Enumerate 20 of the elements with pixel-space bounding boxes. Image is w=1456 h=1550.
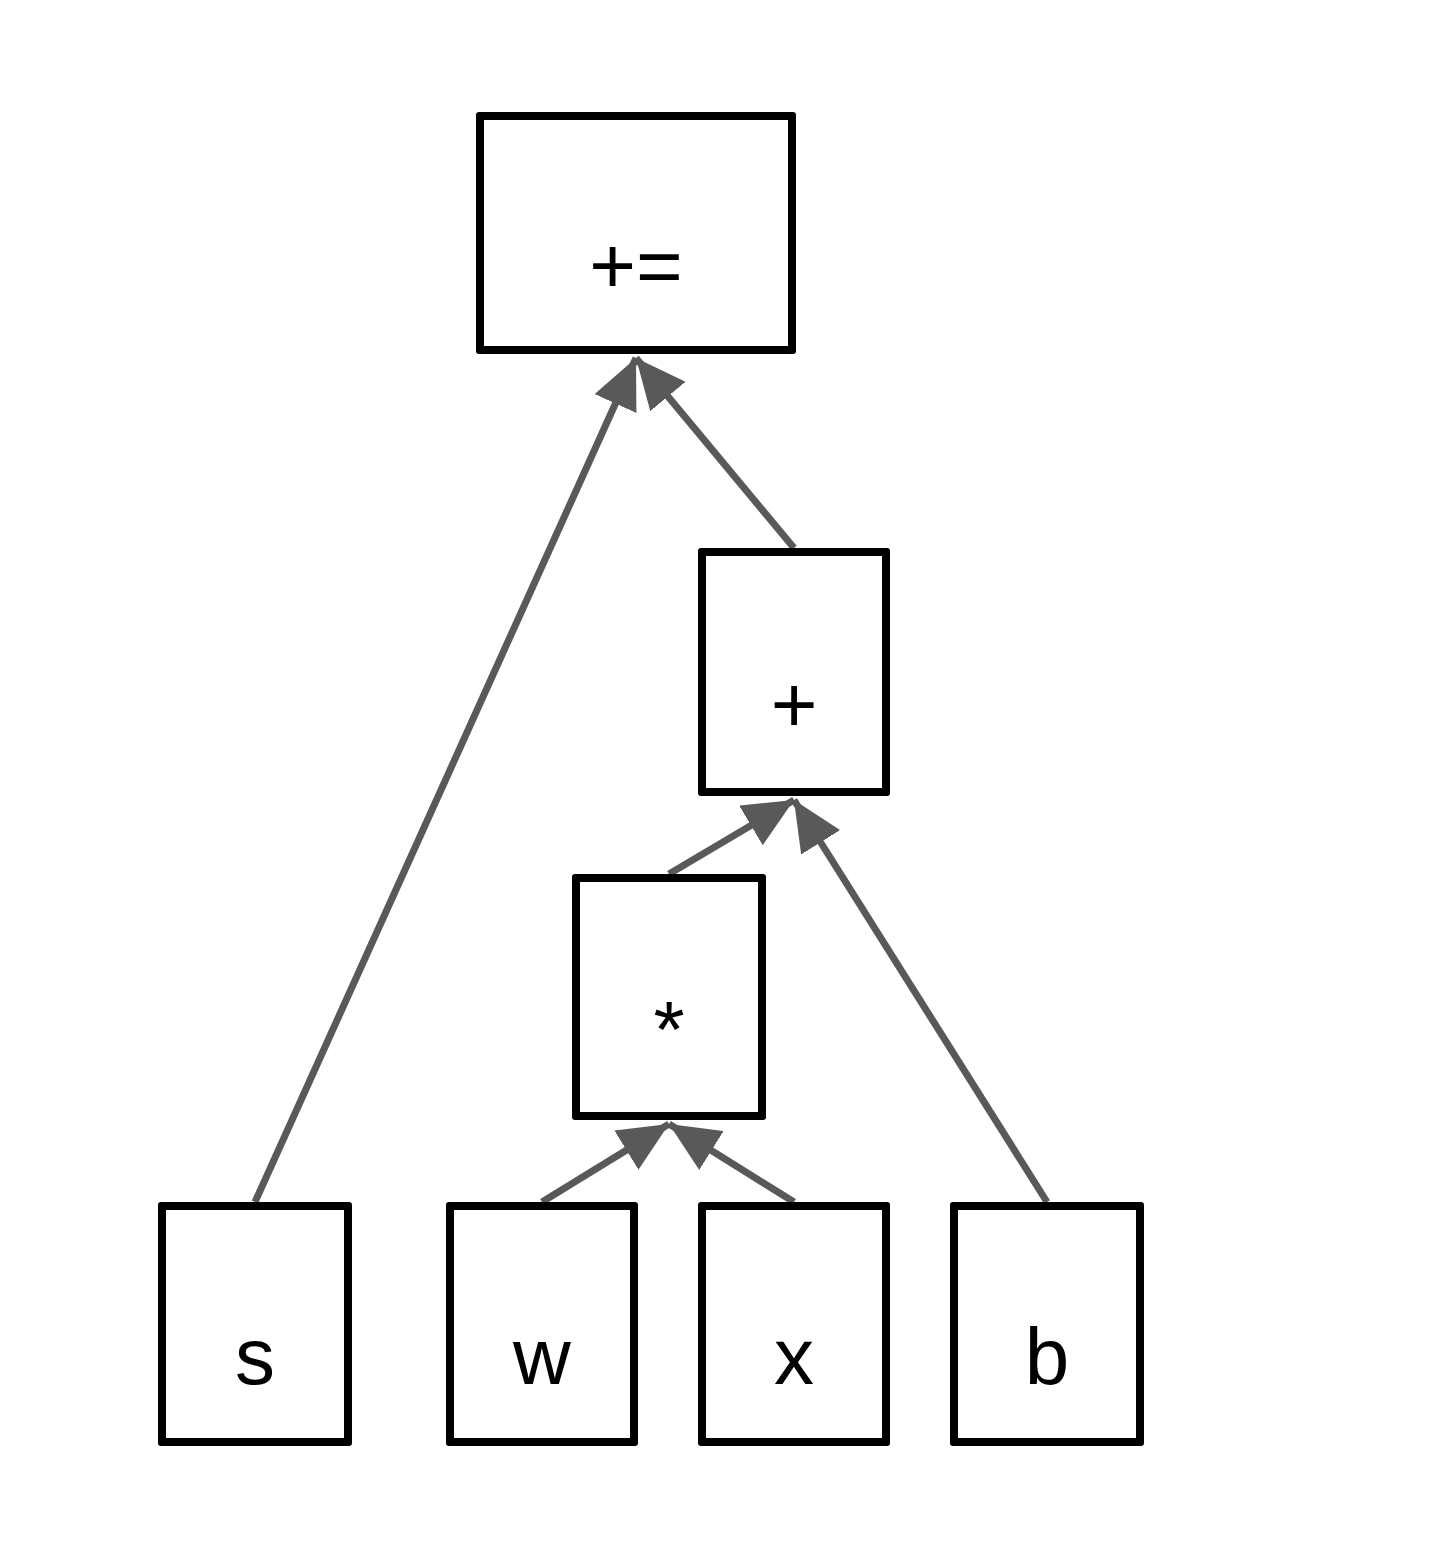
- operation-box: [476, 112, 796, 354]
- node-label: +: [770, 665, 818, 746]
- node-label: s: [235, 1317, 275, 1398]
- arrow: [791, 798, 1050, 1204]
- arrow: [667, 797, 796, 877]
- node-label: x: [774, 1317, 814, 1398]
- arrow: [540, 1121, 671, 1205]
- arrow: [251, 356, 640, 1204]
- arrow: [633, 355, 797, 551]
- arrow: [667, 1121, 796, 1205]
- node-label: *: [653, 990, 685, 1071]
- operation-box: [698, 548, 890, 796]
- operation-box: [572, 874, 766, 1120]
- operation-box: [698, 1202, 890, 1446]
- node-label: b: [1024, 1317, 1070, 1398]
- operation-box: [446, 1202, 638, 1446]
- node-label: w: [513, 1317, 571, 1398]
- operation-box: [950, 1202, 1144, 1446]
- operation-box: [158, 1202, 352, 1446]
- node-label: +=: [589, 226, 683, 307]
